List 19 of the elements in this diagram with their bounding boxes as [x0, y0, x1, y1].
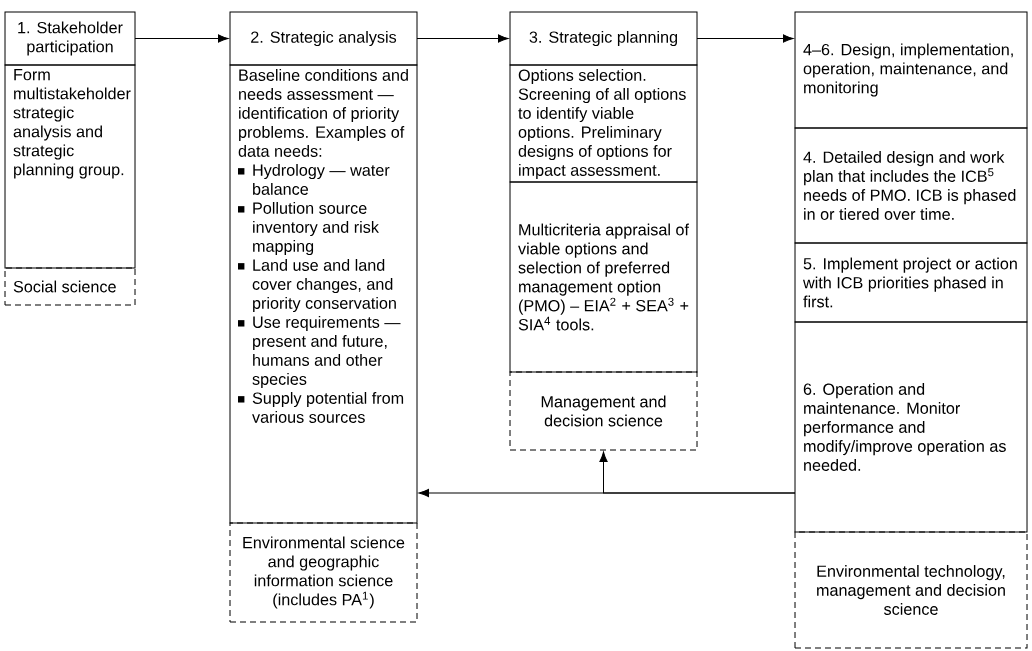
arrow — [599, 451, 796, 494]
header-box: 1. Stakeholder participation — [4, 11, 136, 66]
text-box: 4. Detailed design and work plan that includes the ICB$^{5}$ needs of PMO. ICB is phased in or tiered over time. — [794, 127, 1028, 244]
header-box: 2. Strategic analysis — [229, 11, 418, 66]
arrow — [696, 34, 794, 43]
text-box: 5. Implement project or action with ICB priorities phased in first. — [794, 242, 1028, 323]
text-box: Options selection. Screening of all options to identify viable options. Preliminary designs of options for impact assessment. — [509, 64, 698, 183]
header-box: 4–6. Design, implementation, operation, maintenance, and monitoring — [794, 11, 1028, 129]
text-box: 6. Operation and maintenance. Monitor performance and modify/improve operation as needed. — [794, 321, 1028, 533]
text-box: Form multistakeholder strategic analysis and strategic planning group. — [4, 64, 136, 269]
discipline-box: Social science — [4, 267, 136, 306]
discipline-box: Management and decision science — [509, 371, 698, 451]
text-box: Baseline conditions and needs assessment — identification of priority problems. Examples of data needs: Hydrology — water balance Pollution source inventory and risk mapping Land use and land cover changes, and priority conservation Use requirements — present and future, humans and other species Supply potential from various sources — [229, 64, 418, 524]
header-box: 3. Strategic planning — [509, 11, 698, 66]
arrow — [416, 34, 509, 43]
arrow — [134, 34, 229, 43]
text-box: Multicriteria appraisal of viable options and selection of preferred management option (PMO) – EIA$^{2}$ + SEA$^{3}$ + SIA$^{4}$ tools. — [509, 181, 698, 373]
discipline-box: Environmental science and geographic information science (includes PA$^{1}$) — [229, 522, 418, 623]
discipline-box: Environmental technology, management and decision science — [794, 531, 1028, 649]
